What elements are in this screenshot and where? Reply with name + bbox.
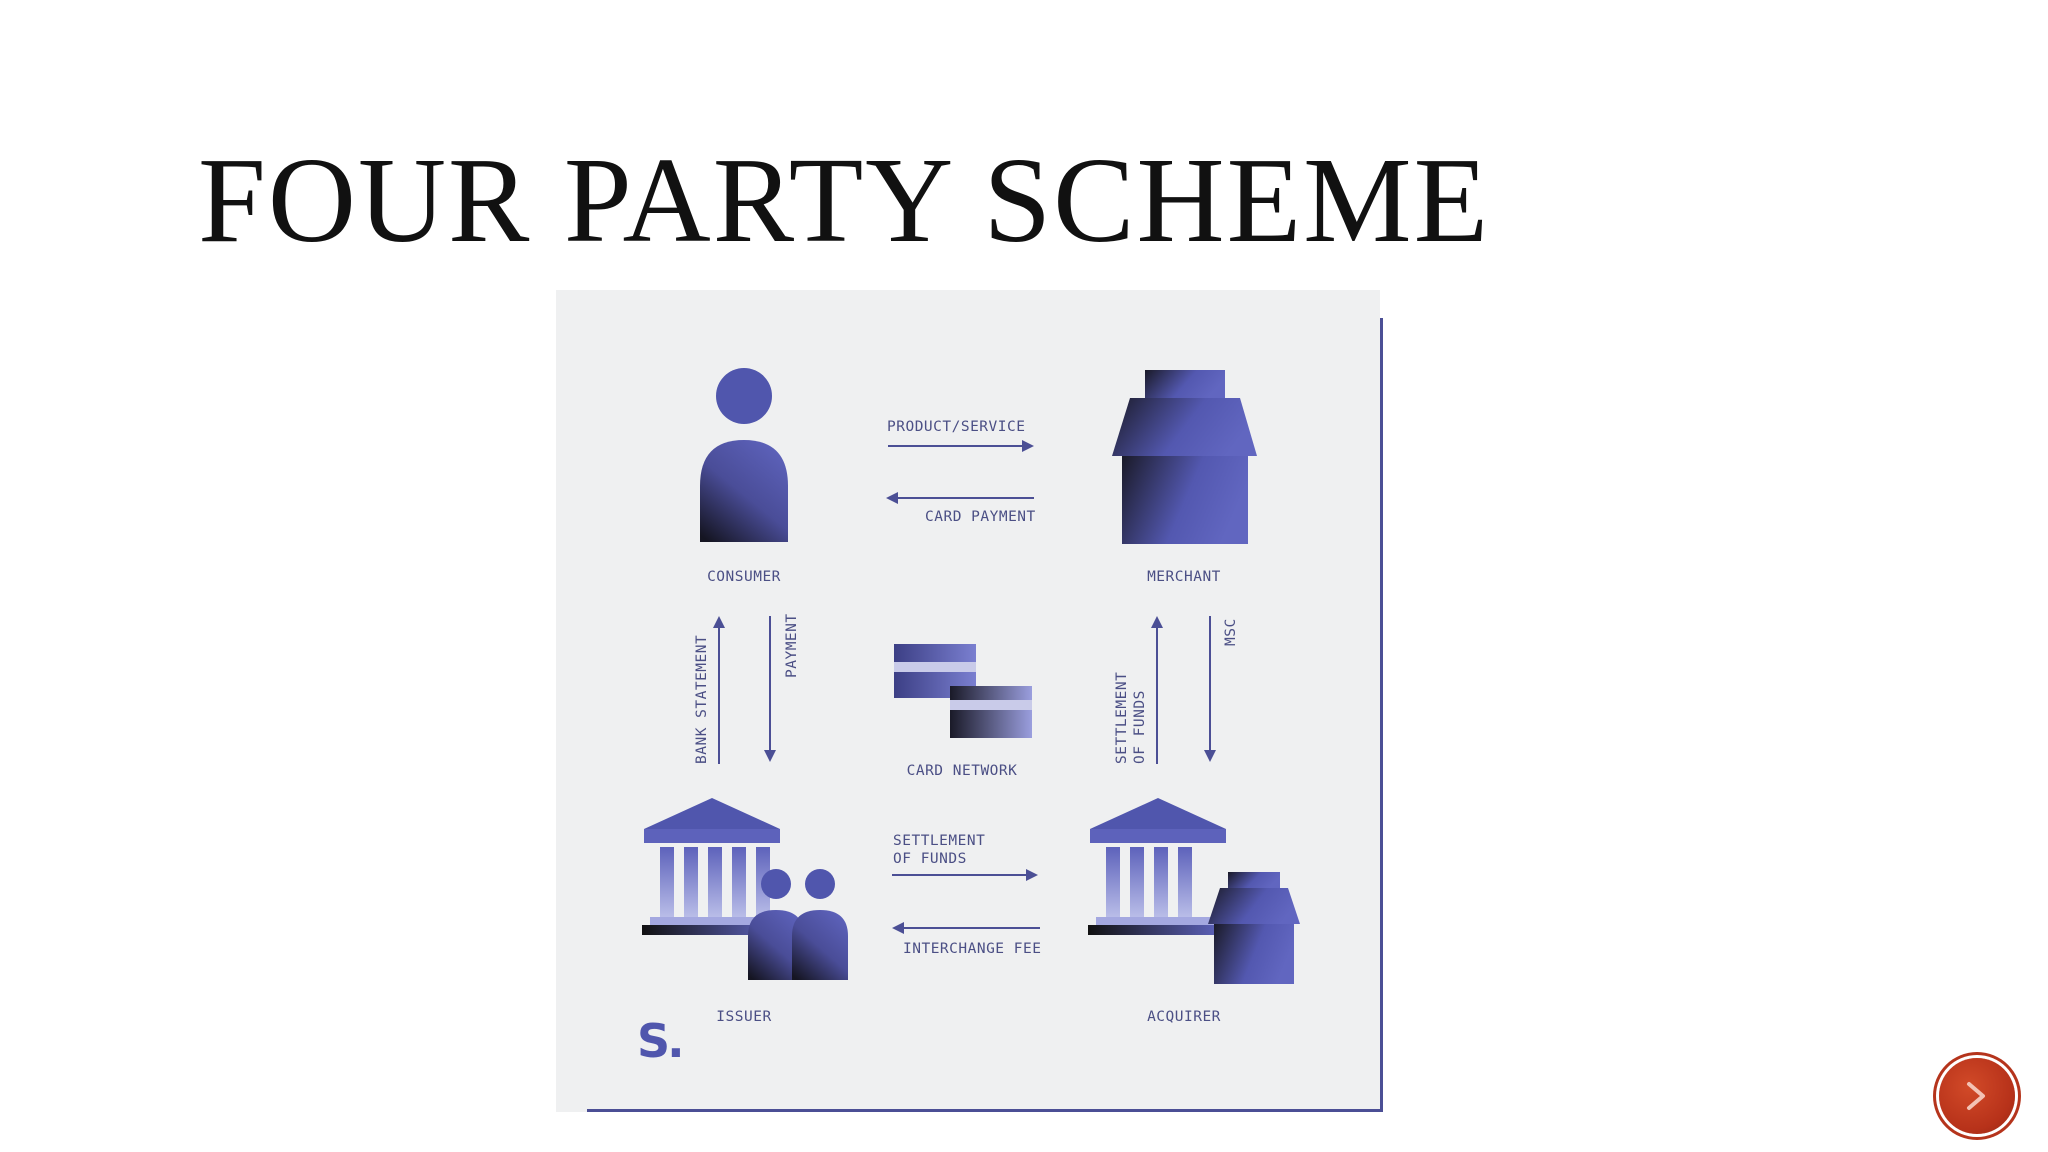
arrow-up-icon: [713, 616, 725, 764]
payment-label: PAYMENT: [784, 613, 800, 678]
brand-logo: S.: [637, 1014, 685, 1068]
next-slide-button[interactable]: [1939, 1058, 2015, 1134]
settlement-label-line2: OF FUNDS: [1132, 690, 1148, 764]
arrow-left-icon: [886, 492, 1034, 504]
arrow-right-icon: [1967, 1082, 1985, 1110]
settlement-bottom-line1: SETTLEMENT: [893, 833, 986, 849]
arrow-left-icon: [892, 922, 1040, 934]
issuer-label: ISSUER: [716, 1009, 772, 1025]
bank-statement-label: BANK STATEMENT: [694, 634, 710, 764]
diagram-frame-right: [1380, 318, 1383, 1112]
merchant-label: MERCHANT: [1147, 569, 1221, 585]
msc-label: MSC: [1223, 618, 1239, 646]
acquirer-icon: [1088, 798, 1300, 984]
issuer-icon: [642, 798, 848, 980]
card-network-label: CARD NETWORK: [906, 763, 1018, 779]
arrow-right-icon: [888, 440, 1034, 452]
product-service-label: PRODUCT/SERVICE: [887, 419, 1026, 435]
consumer-label: CONSUMER: [707, 569, 781, 585]
merchant-icon: [1112, 370, 1257, 544]
card-payment-label: CARD PAYMENT: [925, 509, 1036, 525]
settlement-label-line1: SETTLEMENT: [1114, 671, 1130, 764]
settlement-bottom-line2: OF FUNDS: [893, 851, 967, 867]
card-network-icon: [894, 644, 1032, 738]
acquirer-label: ACQUIRER: [1147, 1009, 1221, 1025]
interchange-fee-label: INTERCHANGE FEE: [903, 941, 1042, 957]
arrow-down-icon: [1204, 616, 1216, 762]
slide-title: FOUR PARTY SCHEME: [198, 133, 1491, 268]
arrow-right-icon: [892, 869, 1038, 881]
arrow-down-icon: [764, 616, 776, 762]
consumer-icon: [700, 368, 788, 542]
diagram-frame-bottom: [587, 1109, 1383, 1112]
arrow-up-icon: [1151, 616, 1163, 764]
